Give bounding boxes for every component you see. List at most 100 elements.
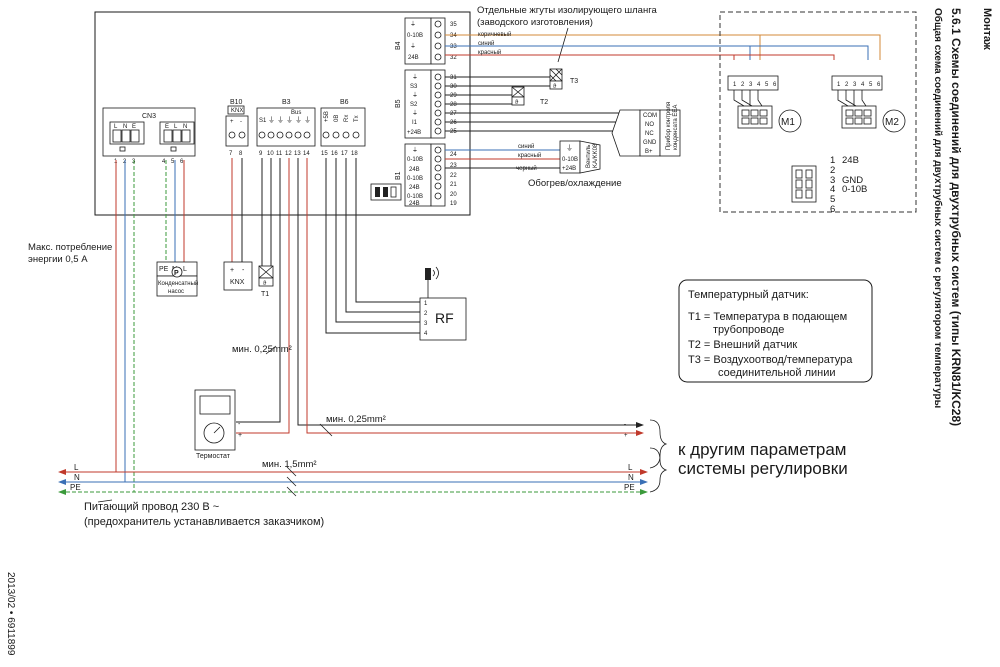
svg-text:красный: красный: [478, 49, 501, 56]
svg-text:33: 33: [450, 44, 457, 50]
pump-symbol: P: [174, 270, 179, 277]
svg-text:5: 5: [171, 159, 175, 165]
svg-text:3: 3: [830, 175, 835, 186]
svg-text:0B: 0B: [334, 115, 340, 122]
svg-text:-: -: [238, 421, 241, 428]
svg-text:28: 28: [450, 102, 457, 108]
svg-text:Rx: Rx: [344, 115, 350, 122]
svg-text:26: 26: [450, 120, 457, 126]
svg-text:B5: B5: [395, 99, 402, 108]
svg-text:9: 9: [259, 151, 263, 157]
svg-text:N: N: [123, 124, 127, 130]
svg-text:S3: S3: [410, 84, 418, 90]
svg-text:GND: GND: [842, 175, 863, 186]
svg-text:22: 22: [450, 173, 457, 179]
other-params-arrows: - + к другим параметрам системы регулиро…: [624, 419, 848, 493]
svg-text:6: 6: [877, 82, 881, 88]
svg-text:-: -: [240, 119, 242, 125]
svg-text:30: 30: [450, 84, 457, 90]
svg-text:24B: 24B: [409, 185, 420, 191]
min-1-5-label: мин. 1,5mm²: [262, 459, 317, 470]
svg-text:I1: I1: [412, 120, 418, 126]
svg-text:Вентиль: Вентиль: [586, 145, 592, 168]
svg-text:Bus: Bus: [291, 110, 301, 116]
svg-text:0-10B: 0-10B: [407, 194, 423, 200]
svg-text:2: 2: [741, 82, 745, 88]
svg-text:соединительной линии: соединительной линии: [718, 367, 836, 379]
connector-b1: B1 ⏚ 0-10B 24B 0-10B 24B 0-10B 24B 24 23…: [395, 143, 457, 207]
svg-text:34: 34: [450, 33, 457, 39]
svg-text:B1: B1: [395, 171, 402, 180]
svg-text:ϑ: ϑ: [515, 100, 519, 106]
svg-text:KNX: KNX: [231, 108, 243, 114]
section-title: Монтаж: [981, 8, 993, 50]
svg-text:2: 2: [830, 165, 835, 176]
connector-b6: B6 +5B 0B Rx Tx 15 16 17 18: [320, 99, 366, 157]
svg-text:1: 1: [830, 155, 835, 166]
svg-text:0-10B: 0-10B: [407, 176, 423, 182]
svg-text:+24B: +24B: [407, 130, 421, 136]
page-header: Монтаж 5.6.1 Схемы соединений для двухтр…: [932, 8, 993, 426]
svg-text:E: E: [165, 124, 169, 130]
svg-text:+: +: [230, 267, 234, 274]
svg-text:коричневый: коричневый: [478, 31, 511, 38]
svg-text:B+: B+: [645, 149, 653, 155]
svg-text:24: 24: [450, 152, 457, 158]
svg-text:N: N: [183, 124, 187, 130]
connector-pinout: 1 24B 2 3 GND 4 0-10B 5 6: [791, 155, 867, 215]
mains-pe-right: PE: [624, 483, 635, 492]
motor-m2: 1 2 3 4 5 6 M2: [831, 75, 906, 133]
svg-text:T1 = Температура в подающем: T1 = Температура в подающем: [688, 311, 847, 323]
svg-text:24B: 24B: [409, 167, 420, 173]
svg-text:4: 4: [162, 159, 166, 165]
svg-text:2: 2: [424, 311, 428, 317]
svg-text:GND: GND: [643, 140, 657, 146]
svg-text:B6: B6: [340, 99, 349, 106]
svg-text:31: 31: [450, 75, 457, 81]
other-params-line2: системы регулировки: [678, 459, 848, 478]
svg-text:20: 20: [450, 192, 457, 198]
svg-text:6: 6: [180, 159, 184, 165]
svg-text:ϑ: ϑ: [553, 84, 557, 90]
svg-text:7: 7: [229, 151, 233, 157]
svg-text:24B: 24B: [842, 155, 859, 166]
svg-text:3: 3: [853, 82, 857, 88]
condensate-pump: PE N L P Конденсатный насос: [156, 261, 198, 297]
svg-text:синий: синий: [518, 143, 534, 150]
connector-b4: B4 ⏚ 0-10B ⏚ 24B 35 34 33 32: [395, 17, 457, 65]
svg-text:Tx: Tx: [354, 115, 360, 122]
svg-text:27: 27: [450, 111, 457, 117]
svg-text:Отдельные жгуты изолирующего ш: Отдельные жгуты изолирующего шланга: [477, 5, 657, 16]
page-subtitle: Общая схема соединений для двухтрубных с…: [932, 8, 944, 408]
svg-text:16: 16: [331, 151, 338, 157]
svg-text:E: E: [132, 124, 136, 130]
svg-text:KNX: KNX: [230, 279, 245, 286]
sensor-t1-label: T1: [261, 291, 269, 298]
svg-text:17: 17: [341, 151, 348, 157]
svg-text:3: 3: [424, 321, 428, 327]
svg-text:⏚: ⏚: [412, 110, 418, 117]
mains-lines: L N PE L N PE мин. 1,5mm²: [58, 459, 648, 503]
svg-text:+: +: [230, 119, 234, 125]
svg-text:12: 12: [285, 151, 292, 157]
svg-text:8: 8: [239, 151, 243, 157]
mains-pe-left: PE: [70, 483, 81, 492]
svg-text:конденсата EEA: конденсата EEA: [673, 105, 679, 150]
svg-text:⏚: ⏚: [412, 74, 418, 81]
svg-text:L: L: [114, 124, 118, 130]
rf-module: RF 1 2 3 4: [419, 266, 467, 341]
mains-l-left: L: [74, 463, 79, 472]
svg-text:-: -: [242, 267, 245, 274]
svg-text:⏚: ⏚: [412, 147, 418, 154]
svg-text:⏚: ⏚: [412, 92, 418, 99]
legend-title: Температурный датчик:: [688, 289, 809, 301]
svg-text:0-10B: 0-10B: [562, 157, 578, 163]
rf-label: RF: [435, 310, 454, 326]
mains-n-right: N: [628, 473, 634, 482]
harness-label: Отдельные жгуты изолирующего шланга (зав…: [477, 5, 657, 63]
svg-text:32: 32: [450, 55, 457, 61]
svg-text:19: 19: [450, 201, 457, 207]
connector-b3: B3 Bus S1 ⏚ ⏚ ⏚ ⏚ ⏚ 9 10 11 12 13 14: [256, 99, 316, 157]
svg-text:5: 5: [765, 82, 769, 88]
